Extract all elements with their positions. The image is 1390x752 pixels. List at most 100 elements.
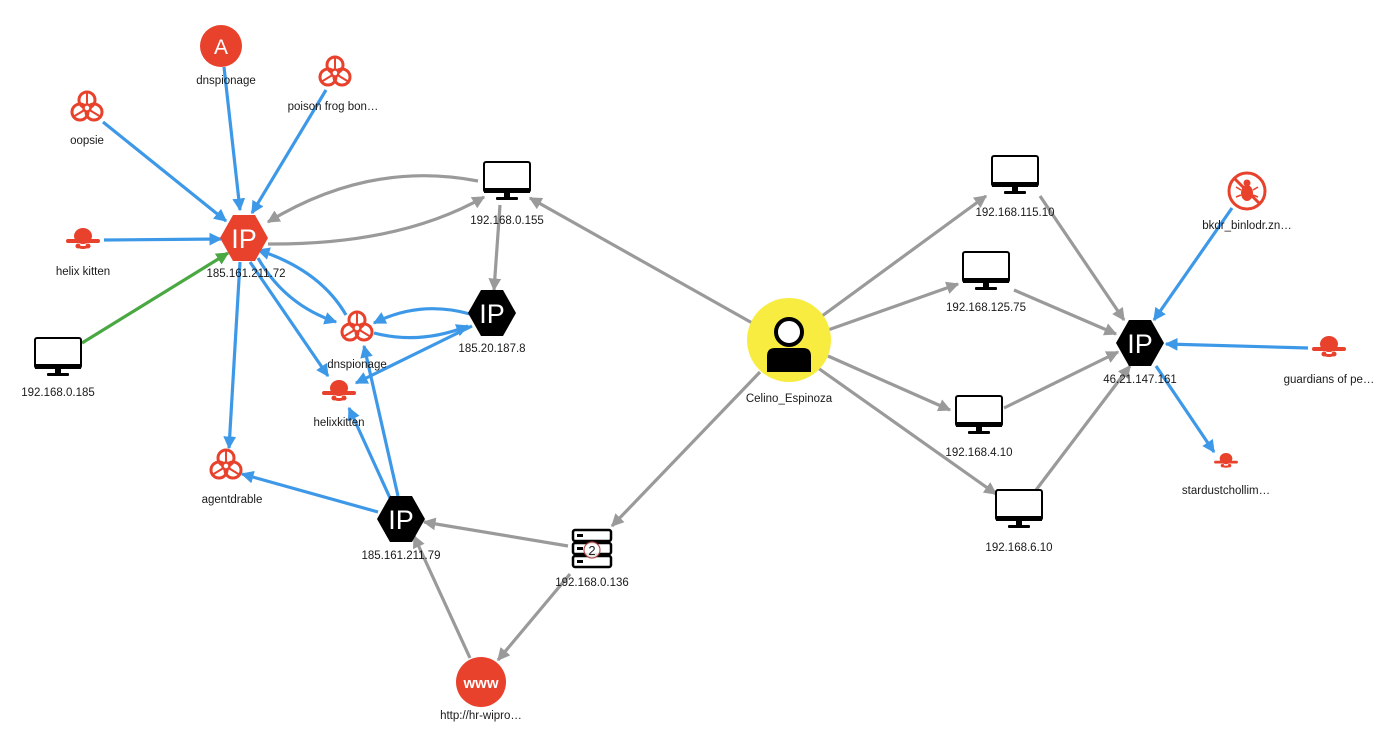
edge-dnspionage-mal-to-ip20 xyxy=(373,324,470,340)
biohazard-icon xyxy=(318,54,352,87)
edge-dnspionage-actor-to-ip72 xyxy=(222,66,246,212)
edge-server136-to-ip79 xyxy=(422,517,569,548)
edge-bkdr-to-ip46 xyxy=(1152,207,1234,322)
edge-ip72-to-dnspionage-mal xyxy=(256,257,338,325)
www-icon xyxy=(456,657,506,707)
host-node-192-168-4-10[interactable]: 192.168.4.10 xyxy=(945,395,1013,459)
edge-pc155-to-ip72 xyxy=(266,174,479,224)
edge-pc6-to-ip46 xyxy=(1034,364,1132,491)
node-label: bkdr_binlodr.zn… xyxy=(1202,220,1292,232)
node-label: 192.168.6.10 xyxy=(985,542,1052,554)
edge-pc115-to-ip46 xyxy=(1038,195,1126,322)
edge-dnspionage-mal-to-ip72 xyxy=(256,247,348,316)
node-label: 192.168.0.136 xyxy=(555,577,629,589)
edge-pc4-to-ip46 xyxy=(1003,350,1120,410)
user-node-celino-espinoza[interactable]: Celino_Espinoza xyxy=(746,298,833,405)
malware-node-oopsie[interactable]: oopsie xyxy=(70,89,104,147)
edge-oopsie-to-ip72 xyxy=(101,120,228,223)
edge-pc155-to-ip20 xyxy=(488,204,502,292)
ip-glyph: IP xyxy=(231,224,257,254)
node-label: 185.20.187.8 xyxy=(458,343,525,355)
edge-celino-to-pc155 xyxy=(528,196,755,326)
server-node-192-168-0-136[interactable]: 2 192.168.0.136 xyxy=(555,528,629,589)
www-glyph: www xyxy=(462,675,498,692)
ip-hexagon-icon xyxy=(220,215,268,261)
node-label: 192.168.0.185 xyxy=(21,387,95,399)
edge-celino-to-pc6 xyxy=(817,366,998,496)
edge-pc125-to-ip46 xyxy=(1013,288,1118,336)
node-label: 192.168.0.155 xyxy=(470,215,544,227)
node-label: helixkitten xyxy=(313,417,364,429)
user-icon xyxy=(767,317,811,372)
actor-a-icon xyxy=(200,25,242,67)
host-node-192-168-115-10[interactable]: 192.168.115.10 xyxy=(975,155,1055,219)
edge-ip72-to-pc155 xyxy=(267,195,486,246)
tool-node-bkdr-binlodr[interactable]: bkdr_binlodr.zn… xyxy=(1202,171,1292,232)
node-label: agentdrable xyxy=(202,494,263,506)
edge-celino-to-pc4 xyxy=(827,354,952,412)
edge-ip79-to-dnspionage-mal xyxy=(360,344,400,497)
edge-celino-to-server136 xyxy=(610,370,762,528)
malware-node-dnspionage[interactable]: dnspionage xyxy=(327,309,387,371)
edge-ip46-to-stardust xyxy=(1154,365,1216,454)
node-label: 185.161.211.79 xyxy=(361,550,440,562)
biohazard-icon xyxy=(340,309,374,342)
ip-hexagon-icon xyxy=(468,290,516,336)
threat-actor-node-stardust[interactable]: stardustchollim… xyxy=(1182,453,1270,497)
spy-icon xyxy=(322,380,356,401)
monitor-icon xyxy=(962,251,1010,291)
edge-ip79-to-agentdrable xyxy=(240,470,379,514)
monitor-icon xyxy=(34,337,82,377)
node-label: 46.21.147.161 xyxy=(1103,374,1177,386)
node-label: 185.161.211.72 xyxy=(206,268,285,280)
actor-glyph: A xyxy=(214,36,228,59)
monitor-icon xyxy=(991,155,1039,195)
node-label: stardustchollim… xyxy=(1182,485,1270,497)
ip-node-46-21-147-161[interactable]: IP 46.21.147.161 xyxy=(1103,320,1177,386)
threat-actor-node-helixkitten[interactable]: helixkitten xyxy=(313,380,365,429)
ip-node-185-161-211-79[interactable]: IP 185.161.211.79 xyxy=(361,496,441,562)
ip-hexagon-icon xyxy=(1116,320,1164,366)
edge-url-to-ip79 xyxy=(412,534,472,659)
malware-node-agentdrable[interactable]: agentdrable xyxy=(202,447,263,506)
host-node-192-168-6-10[interactable]: 192.168.6.10 xyxy=(985,489,1053,554)
edge-helix-kitten-to-ip72 xyxy=(103,232,223,246)
threat-actor-node-guardians[interactable]: guardians of pe… xyxy=(1284,336,1375,386)
ip-hexagon-icon xyxy=(377,496,425,542)
node-label: 192.168.125.75 xyxy=(946,302,1026,314)
monitor-icon xyxy=(955,395,1003,435)
edge-server136-to-url xyxy=(496,572,572,662)
node-label: poison frog bon… xyxy=(288,101,379,113)
spy-icon xyxy=(1312,336,1346,357)
edge-ip79-to-helixkitten xyxy=(347,406,392,499)
node-label: guardians of pe… xyxy=(1284,374,1375,386)
biohazard-icon xyxy=(209,447,243,480)
count-badge xyxy=(583,541,601,559)
threat-actor-node-dnspionage[interactable]: A dnspionage xyxy=(196,25,256,87)
edge-celino-to-pc115 xyxy=(821,194,988,318)
node-label: http://hr-wipro… xyxy=(440,710,522,722)
spy-icon xyxy=(66,228,100,249)
host-node-192-168-125-75[interactable]: 192.168.125.75 xyxy=(946,251,1026,314)
edge-ip20-to-dnspionage-mal xyxy=(372,307,471,325)
edge-celino-to-pc125 xyxy=(827,281,960,332)
node-label: oopsie xyxy=(70,135,104,147)
url-node-hr-wipro[interactable]: www http://hr-wipro… xyxy=(440,657,522,722)
ip-node-185-20-187-8[interactable]: IP 185.20.187.8 xyxy=(458,290,526,355)
count-badge-text: 2 xyxy=(588,543,595,558)
monitor-icon xyxy=(995,489,1043,529)
edge-pc185-to-ip72 xyxy=(81,251,230,345)
host-node-192-168-0-185[interactable]: 192.168.0.185 xyxy=(21,337,95,399)
spy-icon xyxy=(1214,453,1238,468)
host-node-192-168-0-155[interactable]: 192.168.0.155 xyxy=(470,161,544,227)
threat-actor-node-helix-kitten[interactable]: helix kitten xyxy=(56,228,110,278)
node-label: Celino_Espinoza xyxy=(746,393,833,405)
malware-node-poison-frog[interactable]: poison frog bon… xyxy=(288,54,379,113)
ip-node-185-161-211-72[interactable]: IP 185.161.211.72 xyxy=(206,215,286,280)
edge-ip20-to-helixkitten xyxy=(354,324,473,385)
edge-guardians-to-ip46 xyxy=(1164,337,1309,351)
node-label: dnspionage xyxy=(327,359,386,371)
ip-glyph: IP xyxy=(1127,329,1153,359)
edge-ip72-to-agentdrable xyxy=(223,261,242,450)
